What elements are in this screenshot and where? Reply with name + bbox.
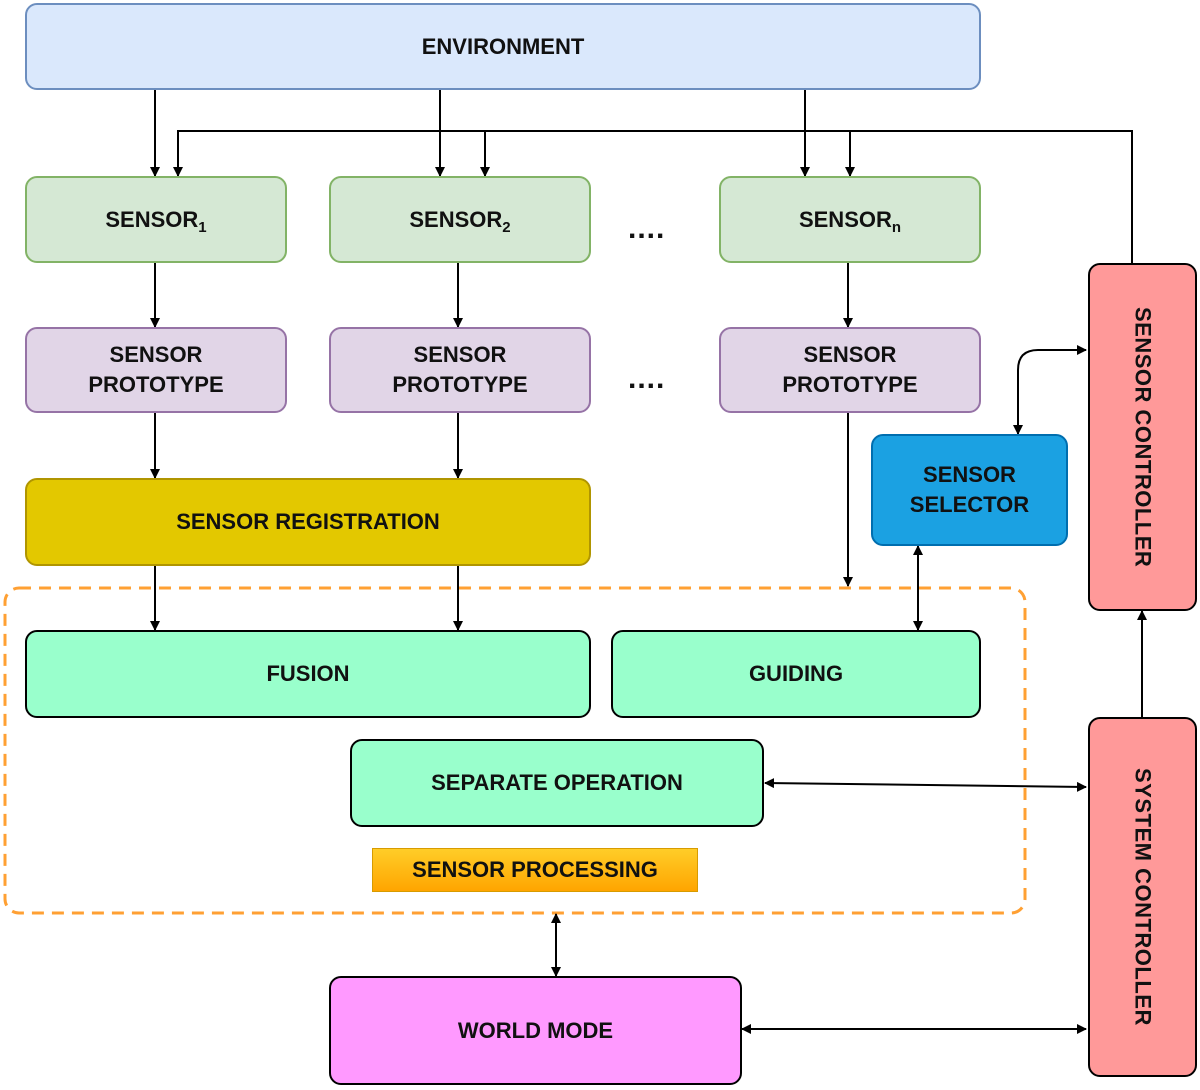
controller-feedback-line	[173, 130, 1133, 263]
sensor-registration-label: SENSOR REGISTRATION	[176, 509, 440, 534]
arrow-separate-system-controller	[764, 778, 1087, 792]
sensor-registration-box: SENSOR REGISTRATION	[25, 478, 591, 566]
fusion-box: FUSION	[25, 630, 591, 718]
prototype-ellipsis: ....	[628, 362, 666, 395]
sensor-processing-label: SENSOR PROCESSING	[372, 848, 698, 892]
sensor-n-label: SENSORn	[798, 206, 902, 236]
guiding-label: GUIDING	[748, 661, 844, 686]
sensor-n-box: SENSORn	[719, 176, 981, 263]
sensor-1-box: SENSOR1	[25, 176, 287, 263]
sensor-2-box: SENSOR2	[329, 176, 591, 263]
sensor-1-label: SENSOR1	[105, 206, 207, 236]
sensor-controller-box: SENSOR CONTROLLER	[1088, 263, 1197, 611]
sensor-controller-label: SENSOR CONTROLLER	[1130, 306, 1156, 568]
guiding-box: GUIDING	[611, 630, 981, 718]
fusion-label: FUSION	[266, 661, 350, 686]
system-controller-box: SYSTEM CONTROLLER	[1088, 717, 1197, 1077]
system-controller-label: SYSTEM CONTROLLER	[1130, 768, 1156, 1026]
environment-label: ENVIRONMENT	[421, 33, 585, 59]
sensor-ellipsis: ....	[628, 212, 666, 245]
separate-operation-label: SEPARATE OPERATION	[431, 770, 683, 795]
world-mode-box: WORLD MODE	[329, 976, 742, 1085]
sensor-2-label: SENSOR2	[409, 206, 511, 236]
separate-operation-box: SEPARATE OPERATION	[350, 739, 764, 827]
sensor-processing-group	[3, 586, 1027, 915]
world-mode-label: WORLD MODE	[457, 1017, 614, 1043]
environment-box: ENVIRONMENT	[25, 3, 981, 90]
arrow-selector-sensor-controller	[1013, 345, 1087, 435]
